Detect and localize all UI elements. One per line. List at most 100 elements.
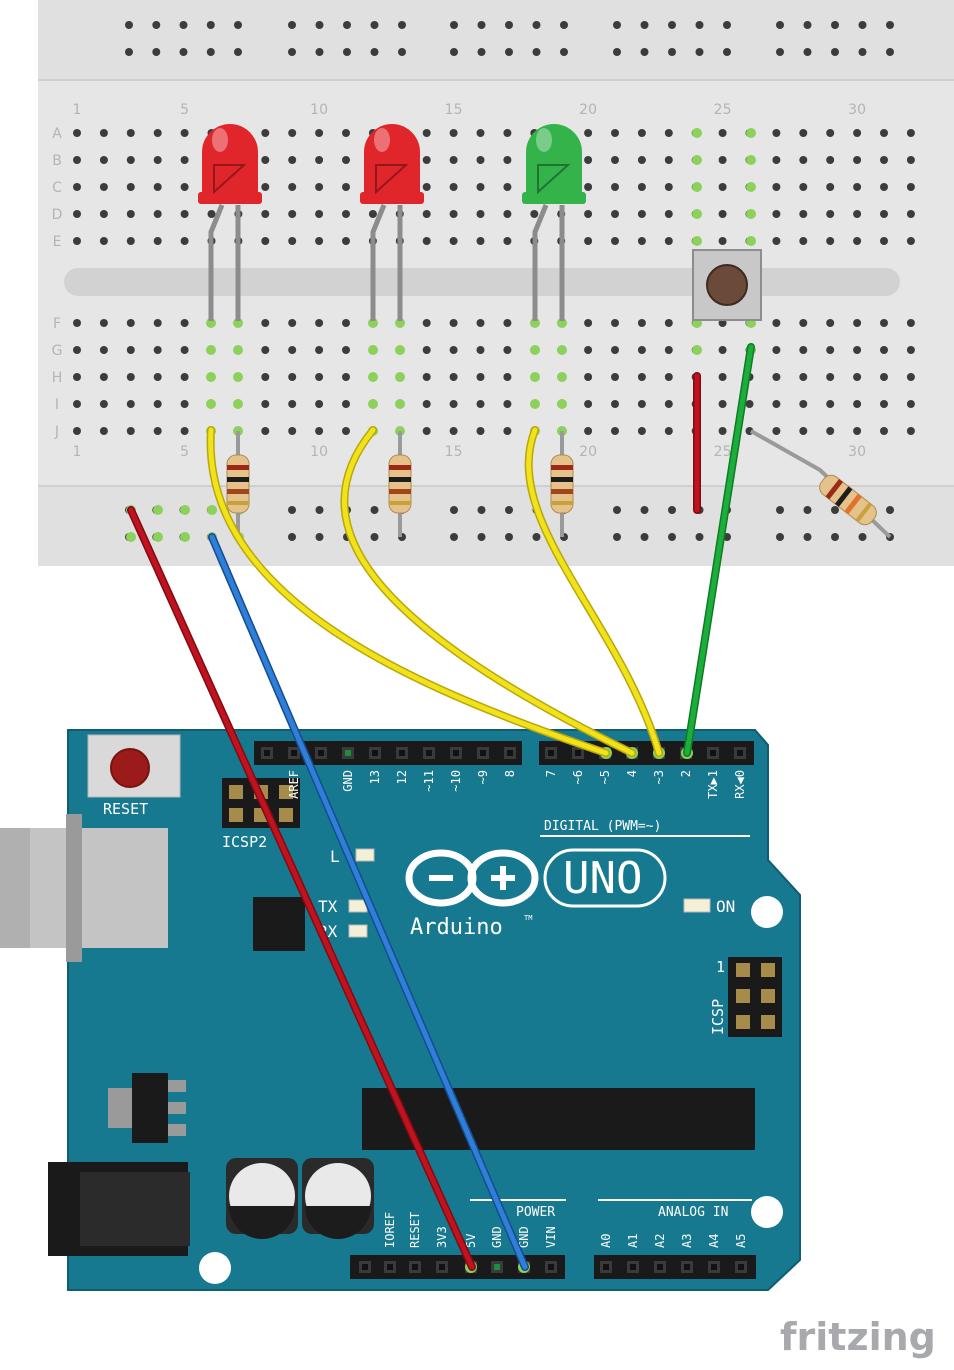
breadboard-hole[interactable] <box>799 373 808 381</box>
rail-hole[interactable] <box>613 506 621 514</box>
rail-hole[interactable] <box>640 21 649 29</box>
breadboard-hole[interactable] <box>99 210 108 218</box>
breadboard-hole[interactable] <box>853 237 862 245</box>
breadboard-hole[interactable] <box>422 400 431 408</box>
breadboard-hole[interactable] <box>476 427 485 435</box>
rail-hole[interactable] <box>477 533 486 541</box>
breadboard-hole[interactable] <box>664 210 673 218</box>
rail-hole[interactable] <box>858 533 867 541</box>
breadboard-hole[interactable] <box>637 319 646 327</box>
breadboard-hole[interactable] <box>906 156 915 164</box>
breadboard-hole[interactable] <box>799 210 808 218</box>
rail-hole[interactable] <box>315 506 324 514</box>
breadboard-hole[interactable] <box>476 237 485 245</box>
breadboard-hole[interactable] <box>637 400 646 408</box>
breadboard-hole[interactable] <box>503 237 512 245</box>
breadboard-hole[interactable] <box>611 237 619 245</box>
breadboard-hole[interactable] <box>449 210 458 218</box>
breadboard-hole[interactable] <box>772 237 781 245</box>
breadboard-hole[interactable] <box>826 183 835 191</box>
breadboard-hole[interactable] <box>180 346 189 354</box>
breadboard-hole[interactable] <box>799 319 808 327</box>
breadboard-hole[interactable] <box>799 237 808 245</box>
rail-hole[interactable] <box>398 48 406 56</box>
breadboard-hole[interactable] <box>906 319 915 327</box>
breadboard-hole[interactable] <box>73 129 81 137</box>
breadboard-hole[interactable] <box>906 427 915 435</box>
breadboard-hole[interactable] <box>476 373 485 381</box>
breadboard-hole[interactable] <box>880 373 888 381</box>
breadboard-hole[interactable] <box>449 129 458 137</box>
breadboard-hole[interactable] <box>718 156 727 164</box>
breadboard-hole[interactable] <box>611 373 619 381</box>
breadboard-hole[interactable] <box>422 427 431 435</box>
breadboard-hole[interactable] <box>906 237 915 245</box>
rail-hole[interactable] <box>723 21 731 29</box>
breadboard-hole[interactable] <box>315 346 324 354</box>
breadboard-hole[interactable] <box>315 427 324 435</box>
breadboard-hole[interactable] <box>126 129 135 137</box>
breadboard-hole[interactable] <box>449 427 458 435</box>
breadboard-hole[interactable] <box>153 319 162 327</box>
breadboard-hole[interactable] <box>880 346 888 354</box>
breadboard-hole[interactable] <box>718 210 727 218</box>
breadboard-hole[interactable] <box>853 400 862 408</box>
breadboard-hole[interactable] <box>73 319 81 327</box>
breadboard-hole[interactable] <box>315 237 324 245</box>
breadboard-hole[interactable] <box>126 210 135 218</box>
rail-hole[interactable] <box>450 21 458 29</box>
rail-hole[interactable] <box>152 21 161 29</box>
breadboard-hole[interactable] <box>826 373 835 381</box>
breadboard-hole[interactable] <box>73 400 81 408</box>
rail-hole[interactable] <box>288 506 296 514</box>
rail-hole[interactable] <box>505 48 513 56</box>
pushbutton[interactable] <box>692 249 762 321</box>
breadboard-hole[interactable] <box>342 427 350 435</box>
breadboard-hole[interactable] <box>261 129 270 137</box>
breadboard-hole[interactable] <box>880 129 888 137</box>
rail-hole[interactable] <box>450 506 458 514</box>
breadboard-hole[interactable] <box>449 319 458 327</box>
rail-hole[interactable] <box>370 48 379 56</box>
breadboard-hole[interactable] <box>476 156 485 164</box>
rail-hole[interactable] <box>398 21 406 29</box>
rail-hole[interactable] <box>125 21 133 29</box>
breadboard-hole[interactable] <box>853 210 862 218</box>
breadboard-hole[interactable] <box>637 346 646 354</box>
breadboard-hole[interactable] <box>503 346 512 354</box>
icsp-pin[interactable] <box>736 963 750 977</box>
rail-hole[interactable] <box>803 506 812 514</box>
breadboard-hole[interactable] <box>99 183 108 191</box>
breadboard-hole[interactable] <box>853 427 862 435</box>
breadboard-hole[interactable] <box>772 129 781 137</box>
breadboard-hole[interactable] <box>503 183 512 191</box>
breadboard-hole[interactable] <box>422 183 431 191</box>
breadboard-hole[interactable] <box>906 183 915 191</box>
breadboard-hole[interactable] <box>261 346 270 354</box>
rail-hole[interactable] <box>315 48 324 56</box>
breadboard-hole[interactable] <box>99 373 108 381</box>
breadboard-hole[interactable] <box>315 210 324 218</box>
breadboard-hole[interactable] <box>99 319 108 327</box>
breadboard-hole[interactable] <box>288 346 297 354</box>
rail-hole[interactable] <box>776 533 784 541</box>
rail-hole[interactable] <box>206 48 215 56</box>
breadboard-hole[interactable] <box>153 346 162 354</box>
breadboard-hole[interactable] <box>611 346 619 354</box>
rail-hole[interactable] <box>450 533 458 541</box>
breadboard-hole[interactable] <box>153 210 162 218</box>
breadboard-hole[interactable] <box>718 346 727 354</box>
rail-hole[interactable] <box>370 533 379 541</box>
breadboard-hole[interactable] <box>611 427 619 435</box>
breadboard-hole[interactable] <box>664 427 673 435</box>
breadboard-hole[interactable] <box>637 183 646 191</box>
rail-hole[interactable] <box>776 506 784 514</box>
breadboard-hole[interactable] <box>315 400 324 408</box>
breadboard-hole[interactable] <box>449 237 458 245</box>
breadboard-hole[interactable] <box>99 400 108 408</box>
breadboard-hole[interactable] <box>718 183 727 191</box>
breadboard-hole[interactable] <box>99 427 108 435</box>
breadboard-hole[interactable] <box>718 400 727 408</box>
rail-hole[interactable] <box>613 533 621 541</box>
breadboard-hole[interactable] <box>126 427 135 435</box>
